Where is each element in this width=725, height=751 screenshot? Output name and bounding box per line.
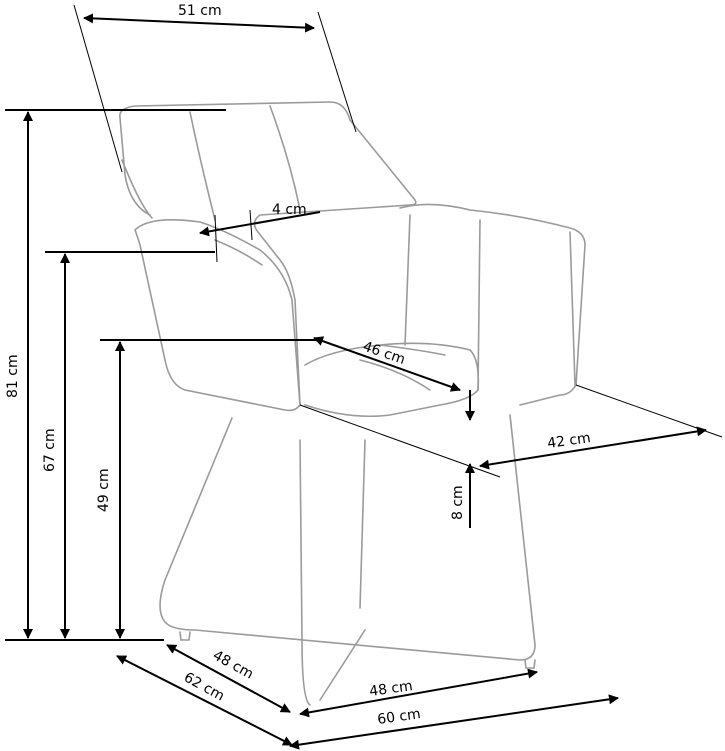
label-seat-width: 42 cm [546,430,591,452]
chair-backrest [118,101,417,406]
label-base-width: 48 cm [368,678,413,700]
arrow-seat-width [479,426,707,470]
label-base-depth: 48 cm [210,648,256,683]
arrow-seat-depth [313,336,461,392]
label-seat-thickness: 8 cm [450,485,466,520]
label-armrest-height: 67 cm [42,428,58,472]
chair-right-arm [399,203,586,406]
label-total-width: 60 cm [376,706,421,728]
label-width-top: 51 cm [178,3,222,19]
arrow-total-depth [116,655,293,746]
arrow-width-top [83,13,315,33]
label-total-height: 81 cm [5,354,21,398]
chair-back-tufts [121,105,301,221]
chair-outline [118,101,586,706]
extension-lines [5,4,723,641]
label-seat-height: 49 cm [96,468,112,512]
label-armrest-width: 4 cm [272,202,307,218]
arrow-total-width [289,694,619,750]
dimension-arrows [23,13,707,750]
arrow-armrest-width [199,211,321,237]
chair-feet [179,631,536,669]
chair-left-arm [134,218,301,412]
